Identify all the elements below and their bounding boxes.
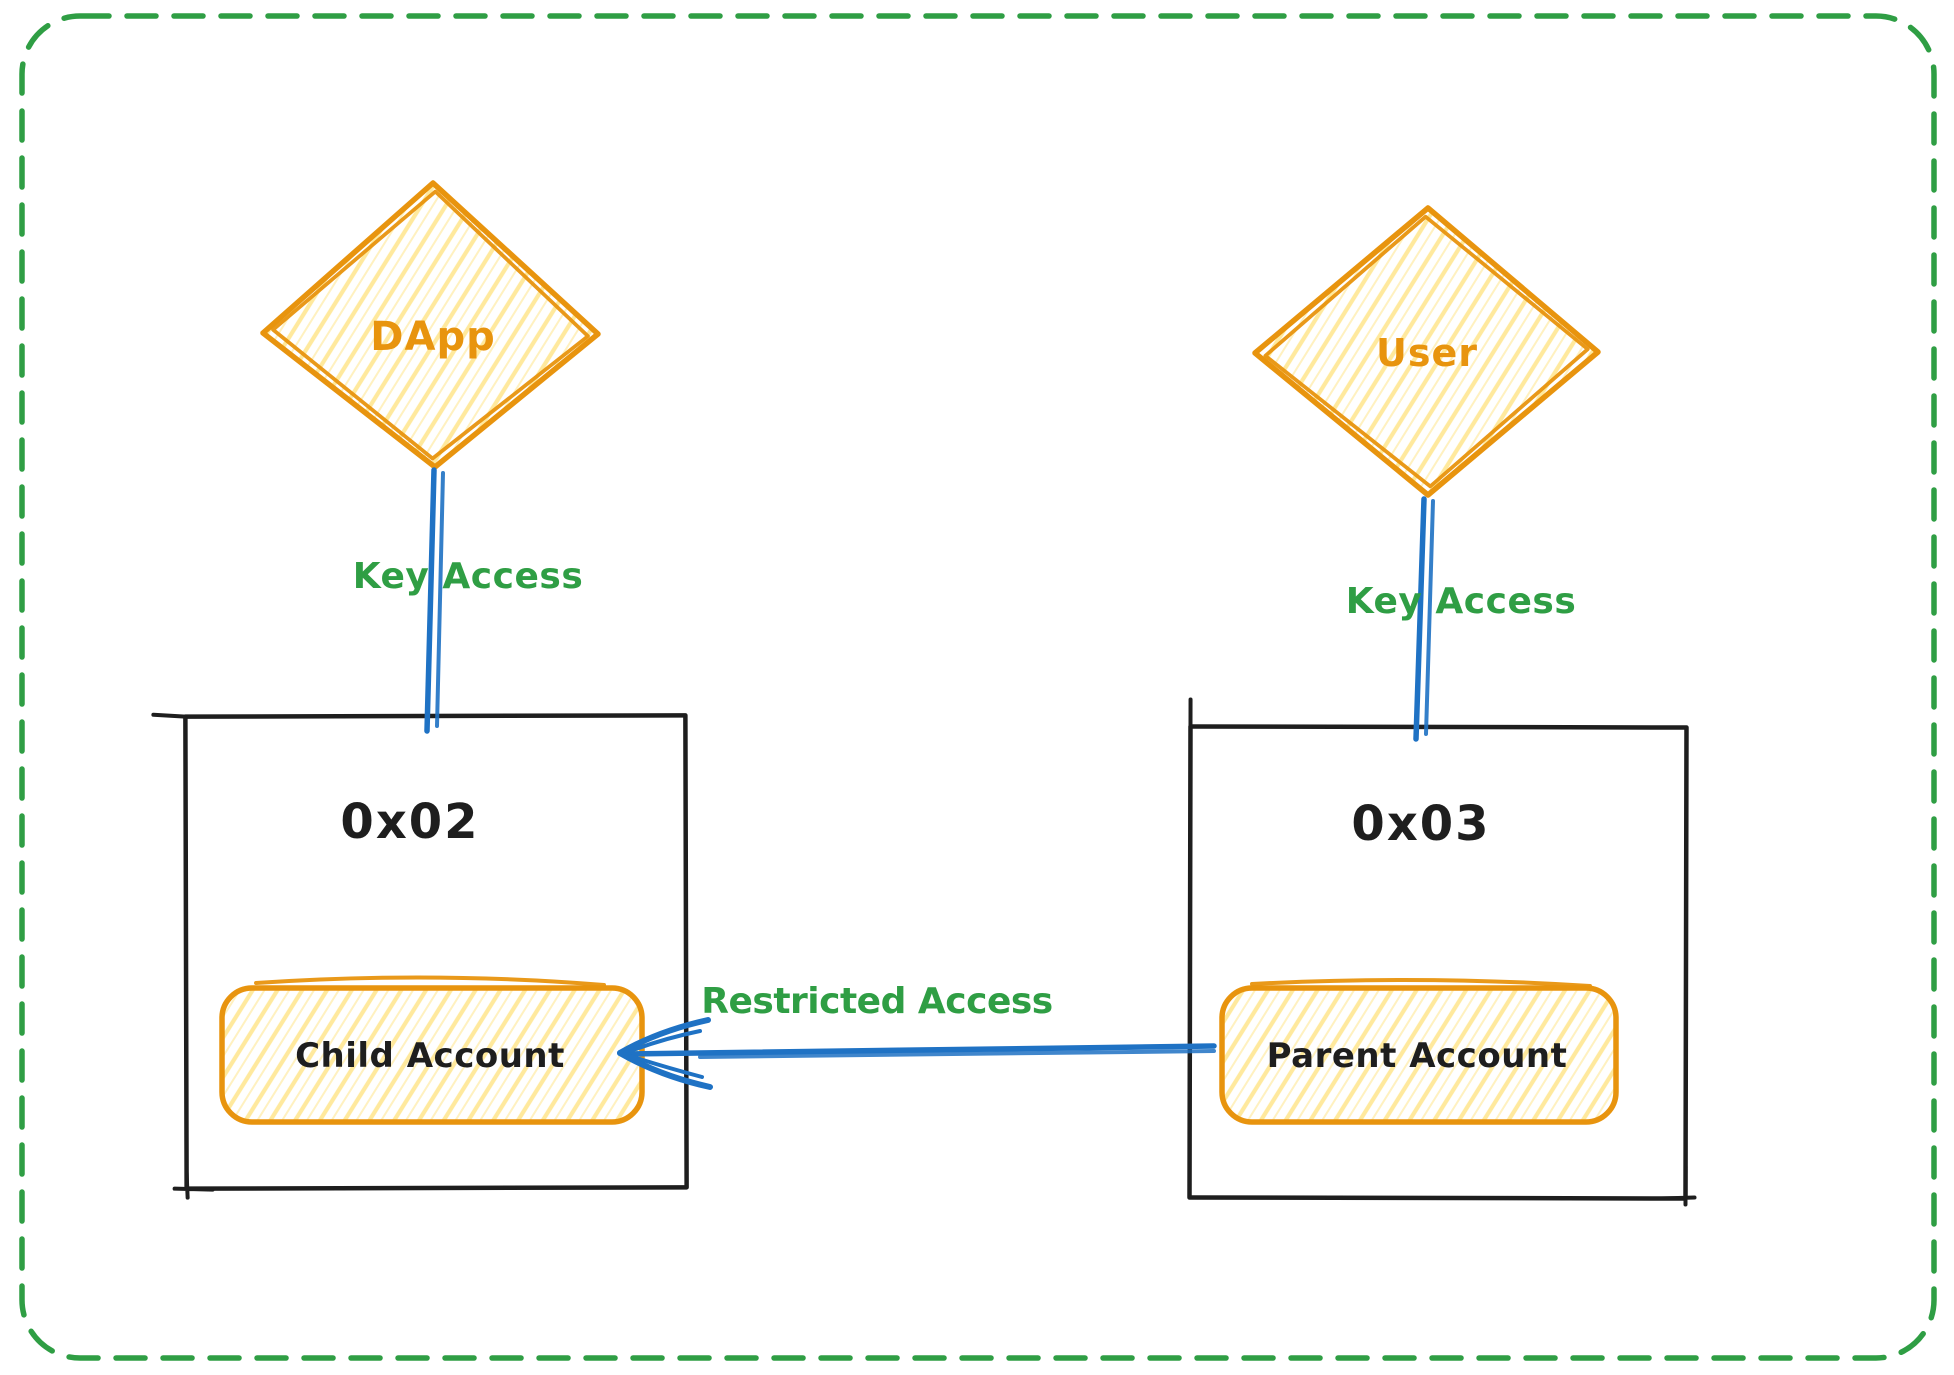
parent-account-label: Parent Account <box>1267 1036 1568 1076</box>
dapp-diamond-outline <box>260 180 601 470</box>
restricted-arrow-stroke-2 <box>698 1049 1216 1059</box>
restricted-access-arrow <box>617 1017 1217 1090</box>
user-diamond-node <box>1252 205 1601 498</box>
dapp-label: DApp <box>370 314 495 360</box>
parent-account-node <box>1219 977 1619 1125</box>
dapp-diamond-node <box>260 180 601 470</box>
wallet-box-right <box>1187 697 1697 1207</box>
wallet-left-title: 0x02 <box>340 794 479 850</box>
dapp-connector-stroke-1 <box>424 467 437 734</box>
dapp-key-access-connector <box>424 467 445 734</box>
user-diamond-outline <box>1252 205 1601 498</box>
user-connector-stroke-1 <box>1413 496 1427 742</box>
user-label: User <box>1376 331 1478 375</box>
key-access-right-label: Key Access <box>1346 581 1577 622</box>
wallet-box-right-corner-sketch <box>1188 697 1697 1207</box>
restricted-arrowhead <box>617 1017 713 1090</box>
parent-account-sketch-stroke <box>1250 977 1592 988</box>
dapp-connector-stroke-2 <box>435 471 445 728</box>
child-account-sketch-stroke <box>254 975 606 987</box>
outer-dashed-border <box>19 13 1937 1361</box>
wallet-box-left <box>151 712 689 1200</box>
user-key-access-connector <box>1413 496 1435 742</box>
key-access-left-label: Key Access <box>353 556 584 597</box>
child-account-node <box>219 975 645 1125</box>
parent-account-rect <box>1219 985 1619 1125</box>
restricted-arrow-stroke-1 <box>625 1043 1217 1057</box>
wallet-right-title: 0x03 <box>1351 796 1490 852</box>
child-account-label: Child Account <box>295 1036 565 1076</box>
user-connector-stroke-2 <box>1424 499 1435 736</box>
restricted-access-label: Restricted Access <box>701 981 1052 1022</box>
wallet-box-left-corner-sketch <box>151 712 215 1200</box>
dapp-diamond-inner-outline <box>271 189 590 461</box>
user-diamond-inner-outline <box>1263 214 1590 489</box>
